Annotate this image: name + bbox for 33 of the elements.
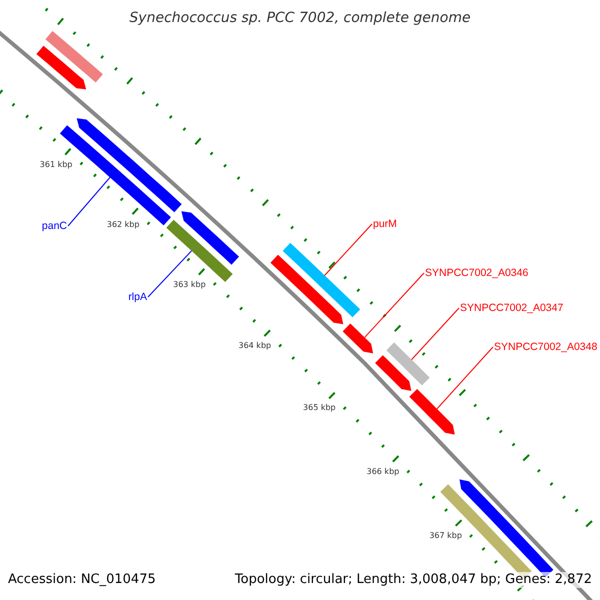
gene-block-pointed (342, 324, 374, 354)
leader-line (68, 176, 110, 226)
tick-label: 362 kbp (106, 220, 140, 230)
tick-label: 365 kbp (303, 403, 336, 414)
leader-line (411, 308, 460, 360)
gene-block-pointed (409, 389, 455, 435)
gene-label: SYNPCC7002_A0346 (425, 267, 528, 279)
gene-block (45, 31, 103, 82)
gene-label: SYNPCC7002_A0347 (460, 302, 564, 314)
gene-label: rlpA (128, 291, 147, 303)
tick-label: 364 kbp (238, 341, 272, 352)
accession-text: Accession: NC_010475 (8, 572, 156, 588)
gene-block (166, 220, 233, 282)
title: Synechococcus sp. PCC 7002, complete genome (128, 9, 472, 27)
tick-label: 367 kbp (429, 530, 462, 541)
gene-block-pointed (181, 211, 239, 265)
leader-line (148, 250, 192, 298)
leader-line (436, 346, 494, 410)
gene-block-pointed (76, 118, 182, 212)
tick-label: 366 kbp (366, 466, 400, 477)
gene-label: SYNPCC7002_A0348 (494, 341, 598, 353)
gene-label: purM (373, 218, 397, 230)
leader-line (364, 272, 424, 338)
genome-summary-text: Topology: circular; Length: 3,008,047 bp; Genes: 2,872 (234, 572, 592, 588)
gene-label: panC (42, 220, 67, 232)
gene-block (386, 342, 430, 386)
tick-label: 363 kbp (173, 280, 206, 290)
gene-block-pointed (270, 254, 344, 324)
gene-block (282, 242, 360, 318)
leader-line (324, 224, 372, 276)
gene-block-pointed (375, 355, 412, 391)
tick-label: 361 kbp (40, 160, 72, 170)
gene-block-pointed (36, 46, 86, 90)
